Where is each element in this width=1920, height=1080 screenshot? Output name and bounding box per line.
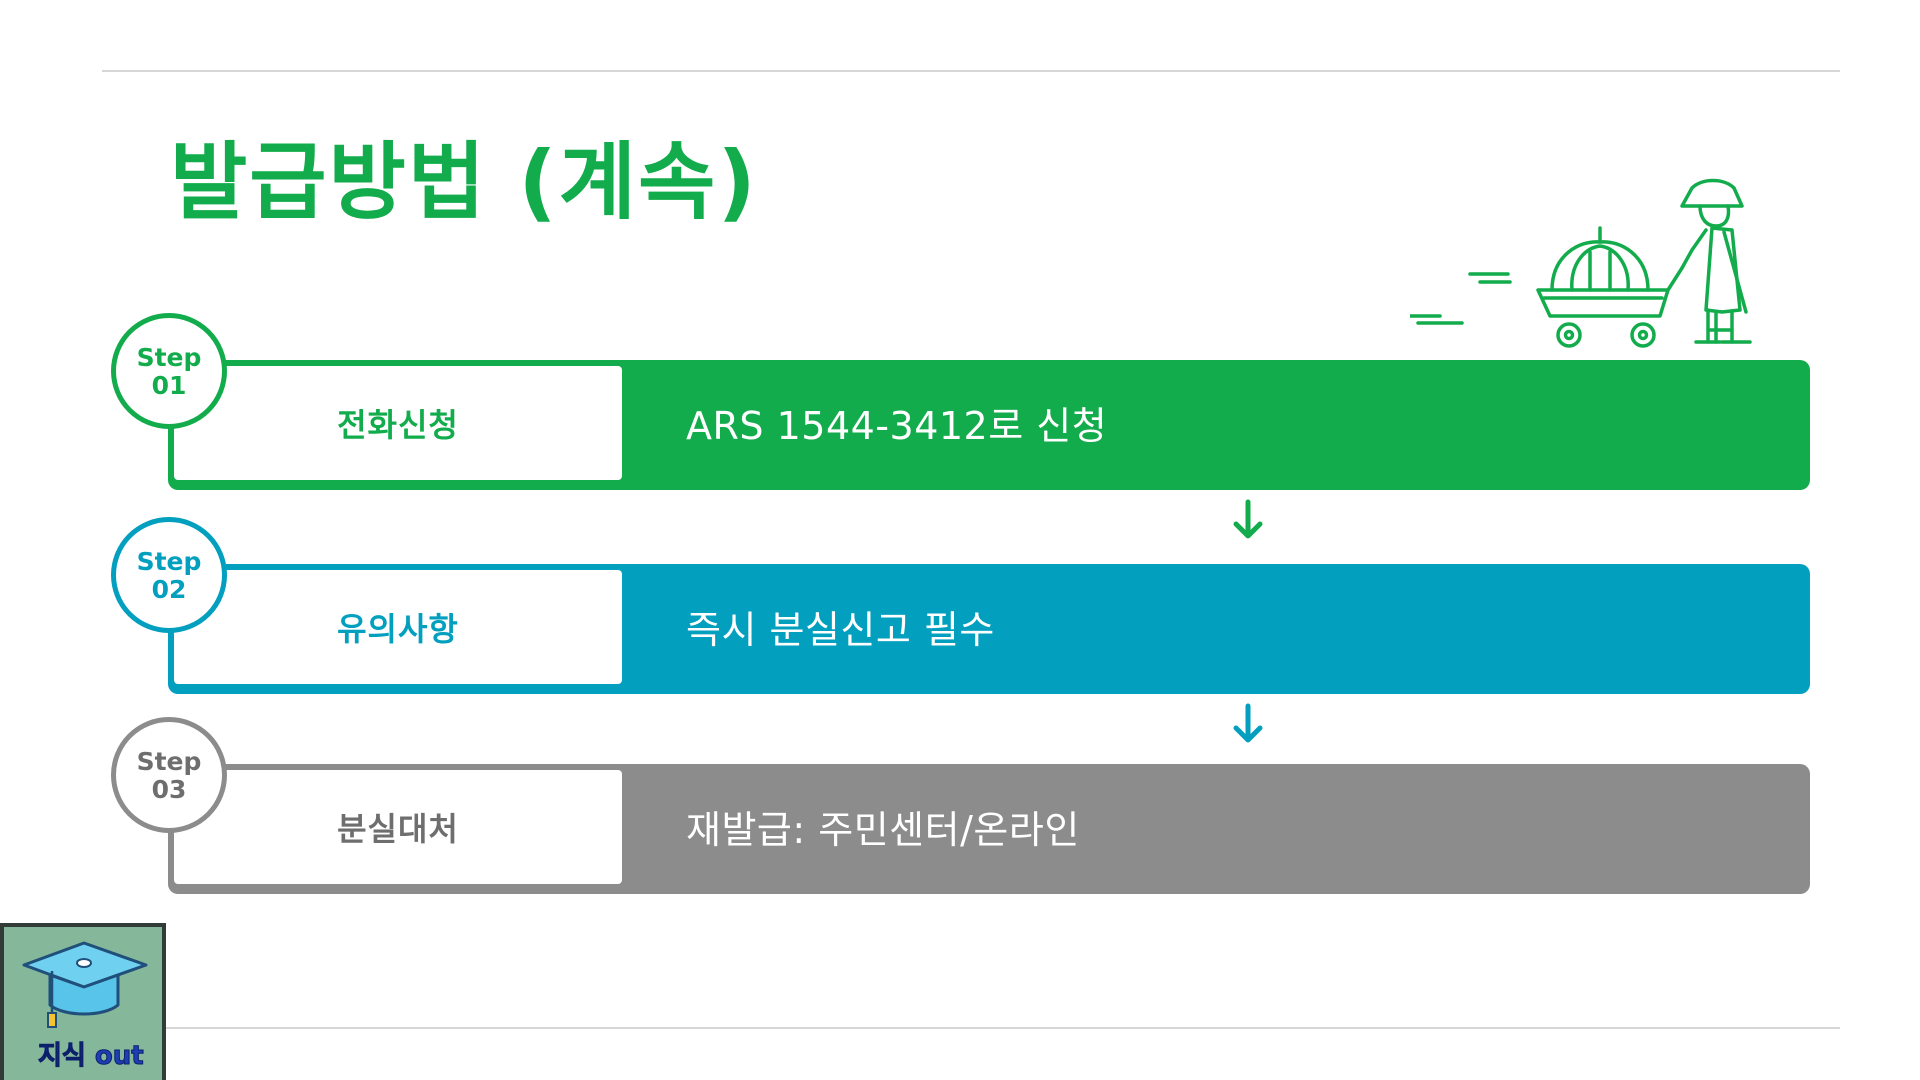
step-badge-number: 01 — [151, 370, 187, 400]
step-label: 분실대처 — [337, 810, 459, 848]
step-badge-word: Step — [136, 342, 202, 372]
step-bar: 분실대처 재발급: 주민센터/온라인 — [168, 764, 1810, 894]
step-badge: Step 03 — [111, 717, 227, 833]
slide-title: 발급방법 (계속) — [170, 133, 758, 231]
step-badge-word: Step — [136, 746, 202, 776]
step-label-box: 분실대처 — [174, 770, 622, 884]
graduation-cap-icon — [22, 941, 148, 1028]
step-badge-number: 03 — [151, 774, 187, 804]
step-badge: Step 02 — [111, 517, 227, 633]
step-badge: Step 01 — [111, 313, 227, 429]
step-label-box: 전화신청 — [174, 366, 622, 480]
channel-logo: 지식 out — [0, 923, 166, 1080]
step-row-3: 분실대처 재발급: 주민센터/온라인 Step 03 — [106, 717, 1810, 894]
arrow-down-icon — [1233, 499, 1263, 539]
logo-text: 지식 out — [38, 1041, 145, 1072]
step-bar: 전화신청 ARS 1544-3412로 신청 — [168, 360, 1810, 490]
step-badge-number: 02 — [151, 574, 187, 604]
step-description: 재발급: 주민센터/온라인 — [686, 807, 1080, 852]
farmer-with-pumpkin-cart-icon — [1410, 178, 1752, 348]
step-description: 즉시 분실신고 필수 — [686, 607, 995, 652]
step-row-2: 유의사항 즉시 분실신고 필수 Step 02 — [106, 517, 1810, 694]
step-label: 전화신청 — [337, 406, 459, 444]
step-description: ARS 1544-3412로 신청 — [686, 403, 1108, 448]
step-badge-word: Step — [136, 546, 202, 576]
step-label: 유의사항 — [337, 610, 459, 648]
step-row-1: 전화신청 ARS 1544-3412로 신청 Step 01 — [106, 313, 1810, 490]
bottom-divider — [102, 1027, 1840, 1029]
step-label-box: 유의사항 — [174, 570, 622, 684]
step-bar: 유의사항 즉시 분실신고 필수 — [168, 564, 1810, 694]
arrow-down-icon — [1233, 703, 1263, 743]
top-divider — [102, 70, 1840, 72]
